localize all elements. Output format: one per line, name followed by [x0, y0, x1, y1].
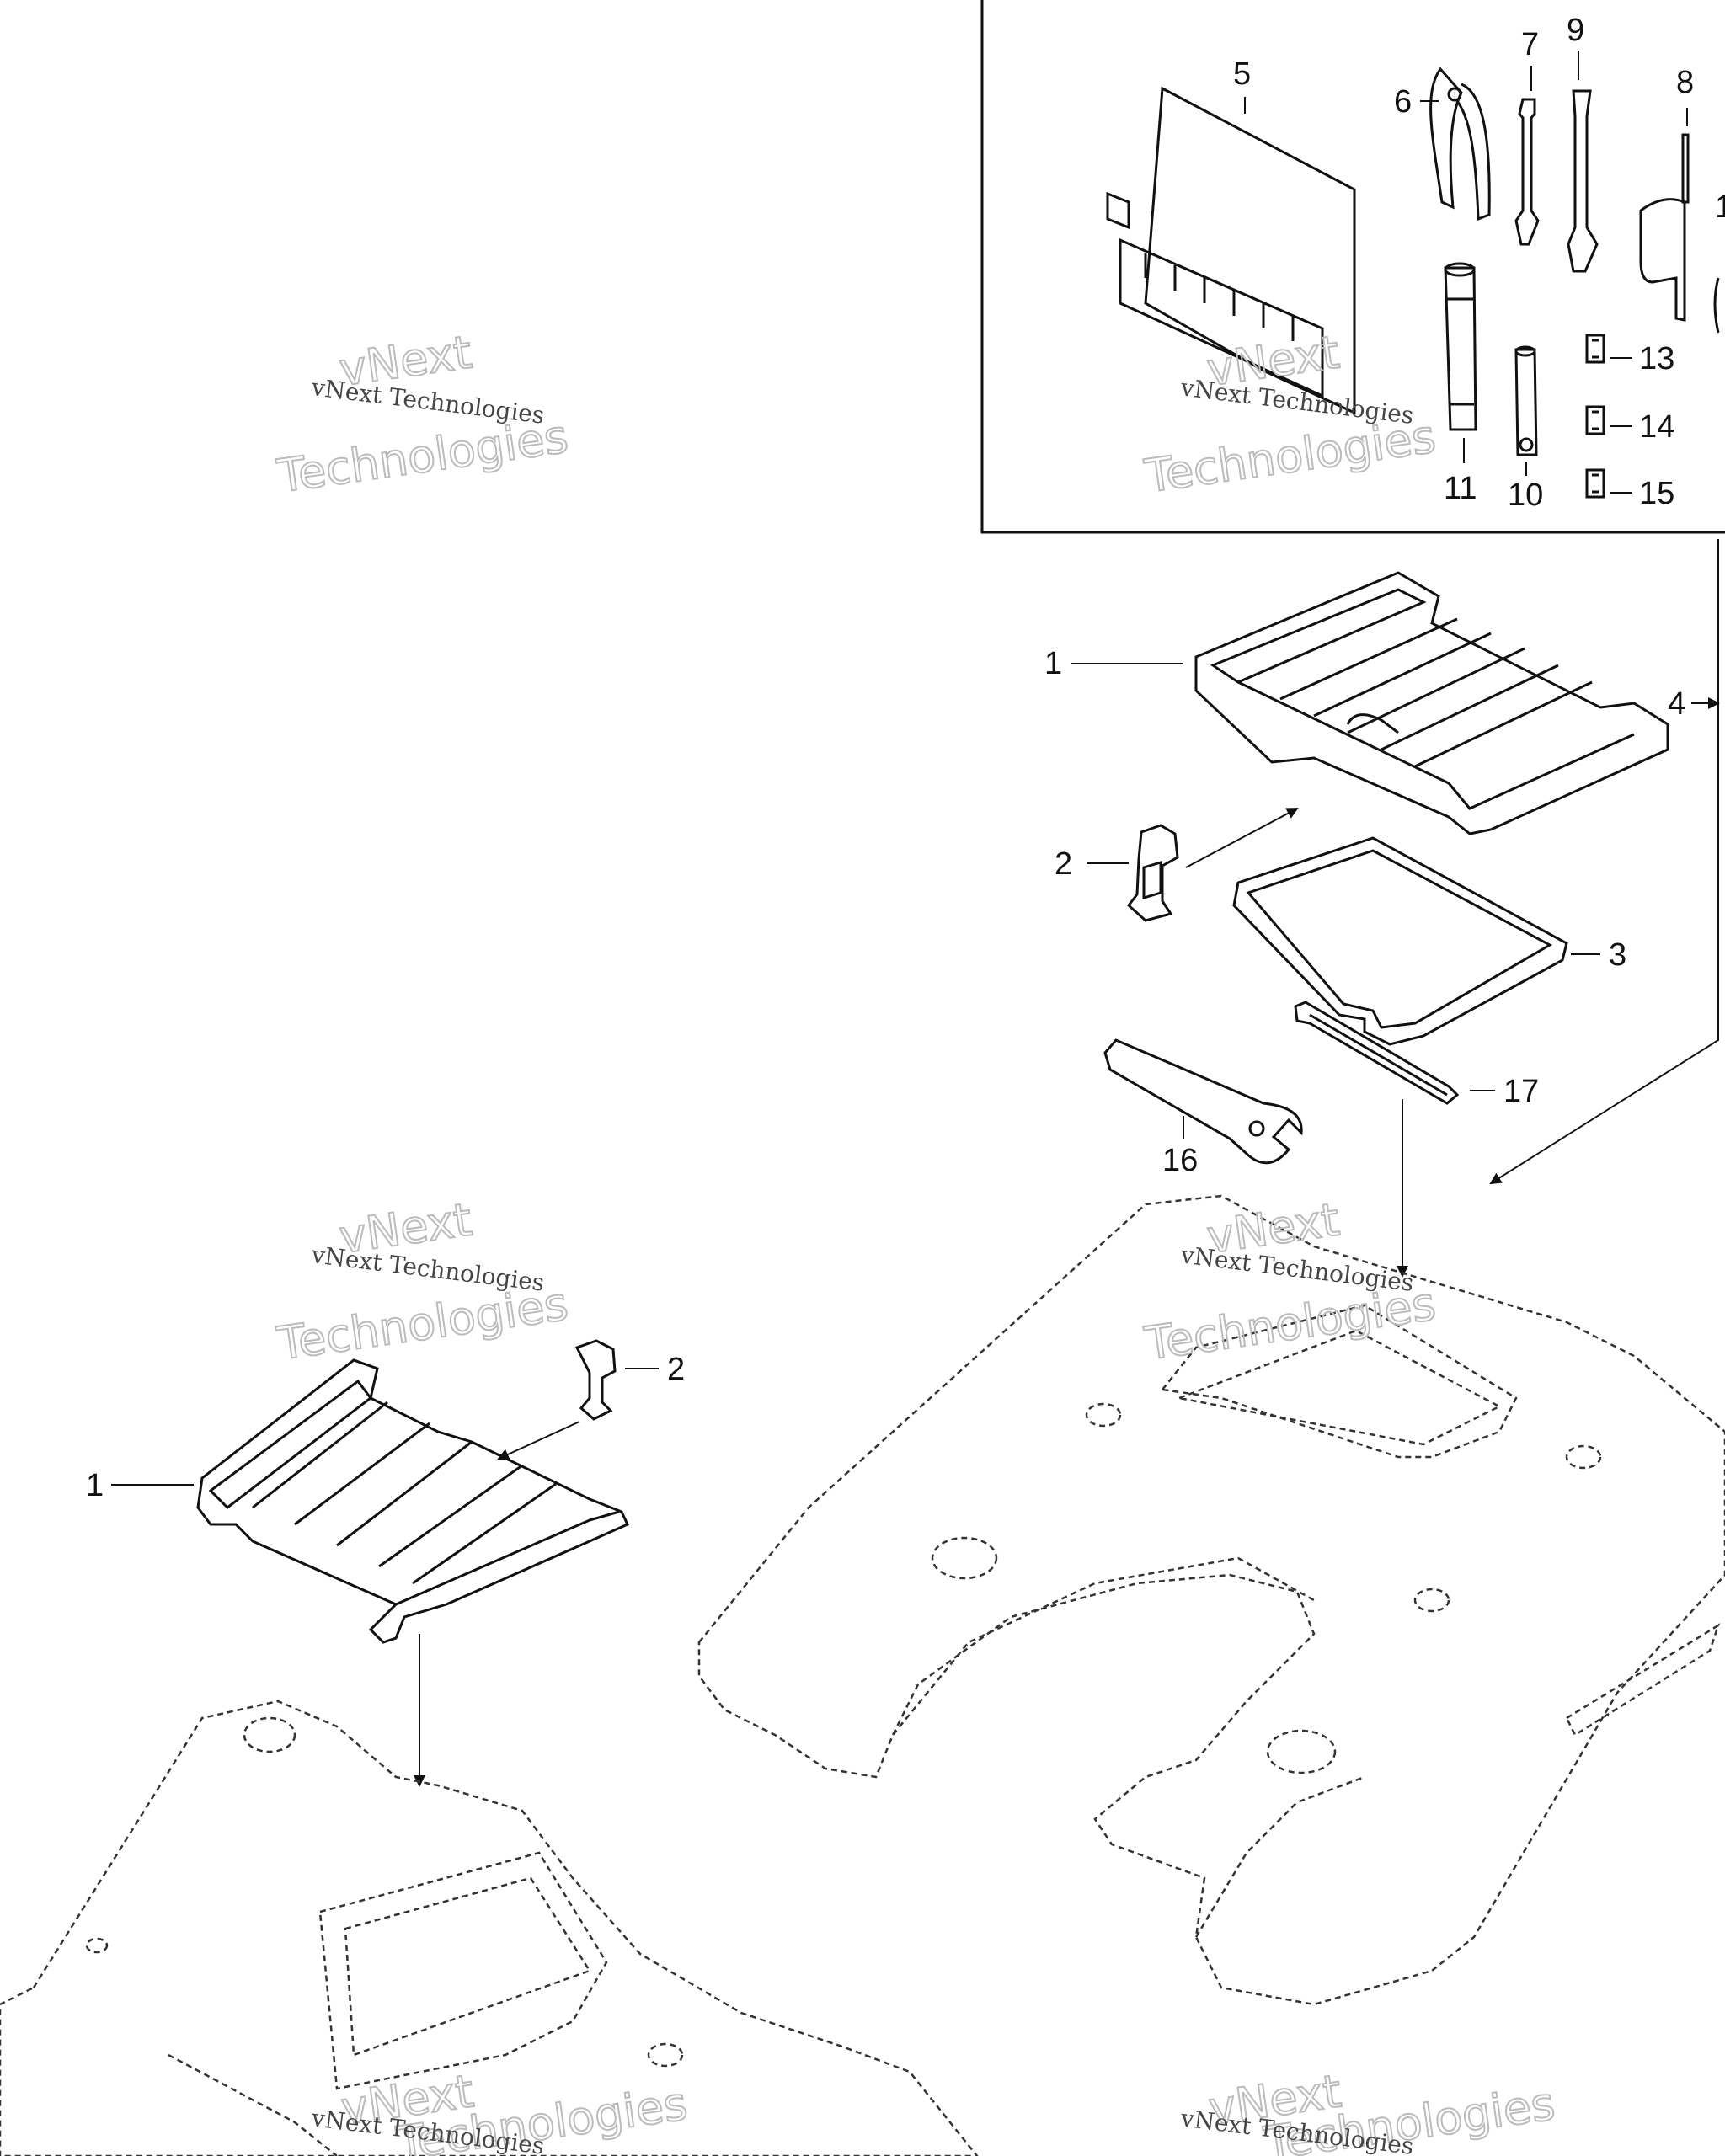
arrow-latch-to-lid	[1185, 808, 1299, 868]
callout-17: 17	[1503, 1074, 1539, 1109]
fuse-part-15	[1585, 468, 1605, 499]
wrench-part-9	[1567, 89, 1599, 273]
callout-16: 16	[1162, 1143, 1198, 1178]
toolkit-frame	[980, 0, 1725, 534]
callout-11: 11	[1444, 471, 1477, 506]
latch-part-2-upper	[1126, 824, 1179, 922]
storage-lid-part-1-lower	[196, 1358, 630, 1644]
callout-8: 8	[1676, 65, 1694, 100]
callout-cut: 1	[1715, 189, 1725, 225]
gasket-part-3	[1232, 836, 1568, 1046]
arrow-latch-to-lower-lid	[497, 1421, 580, 1460]
callout-6: 6	[1394, 84, 1412, 120]
callout-1-lower: 1	[86, 1468, 104, 1503]
spanner-wrench-part-16	[1103, 1038, 1303, 1165]
callout-1-upper: 1	[1044, 646, 1062, 681]
tool-part-12-edge	[1713, 277, 1720, 334]
callout-2-upper: 2	[1055, 846, 1072, 882]
rear-fender-right	[697, 1194, 1725, 2006]
callout-15: 15	[1639, 476, 1674, 511]
callout-4: 4	[1668, 686, 1685, 722]
wrench-part-7	[1514, 98, 1540, 246]
callout-10: 10	[1508, 478, 1543, 513]
tool-pouch-part-5	[1106, 86, 1356, 415]
fuse-part-14	[1585, 405, 1605, 435]
fuse-part-13	[1585, 334, 1605, 364]
spanner-part-10	[1514, 345, 1538, 456]
pliers-part-6	[1429, 67, 1491, 221]
latch-part-2-lower	[574, 1339, 617, 1421]
callout-3: 3	[1609, 937, 1626, 973]
callout-13: 13	[1639, 341, 1674, 376]
screwdriver-part-8	[1639, 133, 1690, 322]
callout-9: 9	[1567, 13, 1584, 48]
callout-2-lower: 2	[667, 1352, 685, 1387]
callout-14: 14	[1639, 409, 1674, 445]
bracket-part-17	[1294, 1001, 1460, 1105]
box-spanner-part-11	[1444, 262, 1477, 431]
callout-5: 5	[1233, 56, 1251, 92]
rear-fender-lower	[0, 1700, 979, 2156]
callout-7: 7	[1521, 27, 1539, 62]
storage-lid-part-1-upper	[1194, 571, 1669, 835]
arrow-4-to-fender	[1489, 539, 1719, 1185]
